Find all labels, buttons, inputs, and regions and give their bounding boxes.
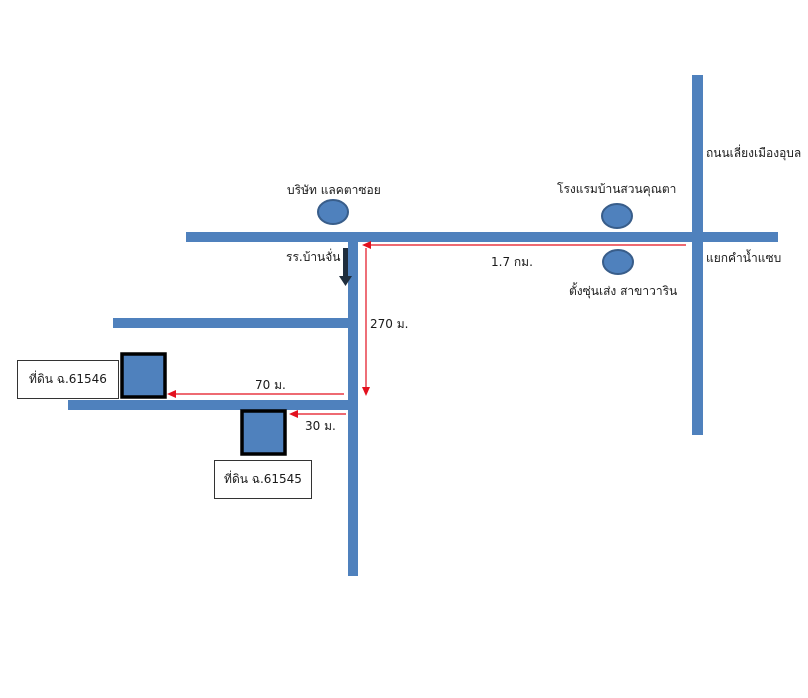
hotel-marker xyxy=(601,203,633,229)
parcel-right-label: ที่ดิน ฉ.61545 xyxy=(214,460,312,499)
ring-road-label: ถนนเลี่ยงเมืองอุบล xyxy=(706,146,802,160)
school-arrow xyxy=(339,248,352,286)
arrow-main-road xyxy=(362,241,686,249)
parcel-left-label: ที่ดิน ฉ.61546 xyxy=(17,360,119,399)
main-road xyxy=(186,232,778,242)
distance-lower-left: 70 ม. xyxy=(255,378,286,392)
branch-road-lower xyxy=(68,400,348,410)
hotel-label: โรงแรมบ้านสวนคุณตา xyxy=(557,182,677,196)
school-label: รร.บ้านจั่น xyxy=(286,250,341,264)
parcel-left xyxy=(120,352,167,399)
shop-label: ตั้งซุ่นเส่ง สาขาวาริน xyxy=(569,284,678,298)
parcel-right xyxy=(240,409,287,456)
branch-road-upper xyxy=(113,318,348,328)
ring-road xyxy=(692,75,703,435)
distance-side-road: 270 ม. xyxy=(370,317,409,331)
arrow-side-road xyxy=(362,248,370,396)
side-road-vertical xyxy=(348,242,358,576)
company-label: บริษัท แลคตาซอย xyxy=(287,183,381,197)
shop-marker xyxy=(602,249,634,275)
company-marker xyxy=(317,199,349,225)
arrow-lower-right xyxy=(289,410,346,418)
distance-main-road: 1.7 กม. xyxy=(491,255,533,269)
intersection-label: แยกคำน้ำแซบ xyxy=(706,251,782,265)
distance-lower-right: 30 ม. xyxy=(305,419,336,433)
arrow-lower-left xyxy=(167,390,344,398)
